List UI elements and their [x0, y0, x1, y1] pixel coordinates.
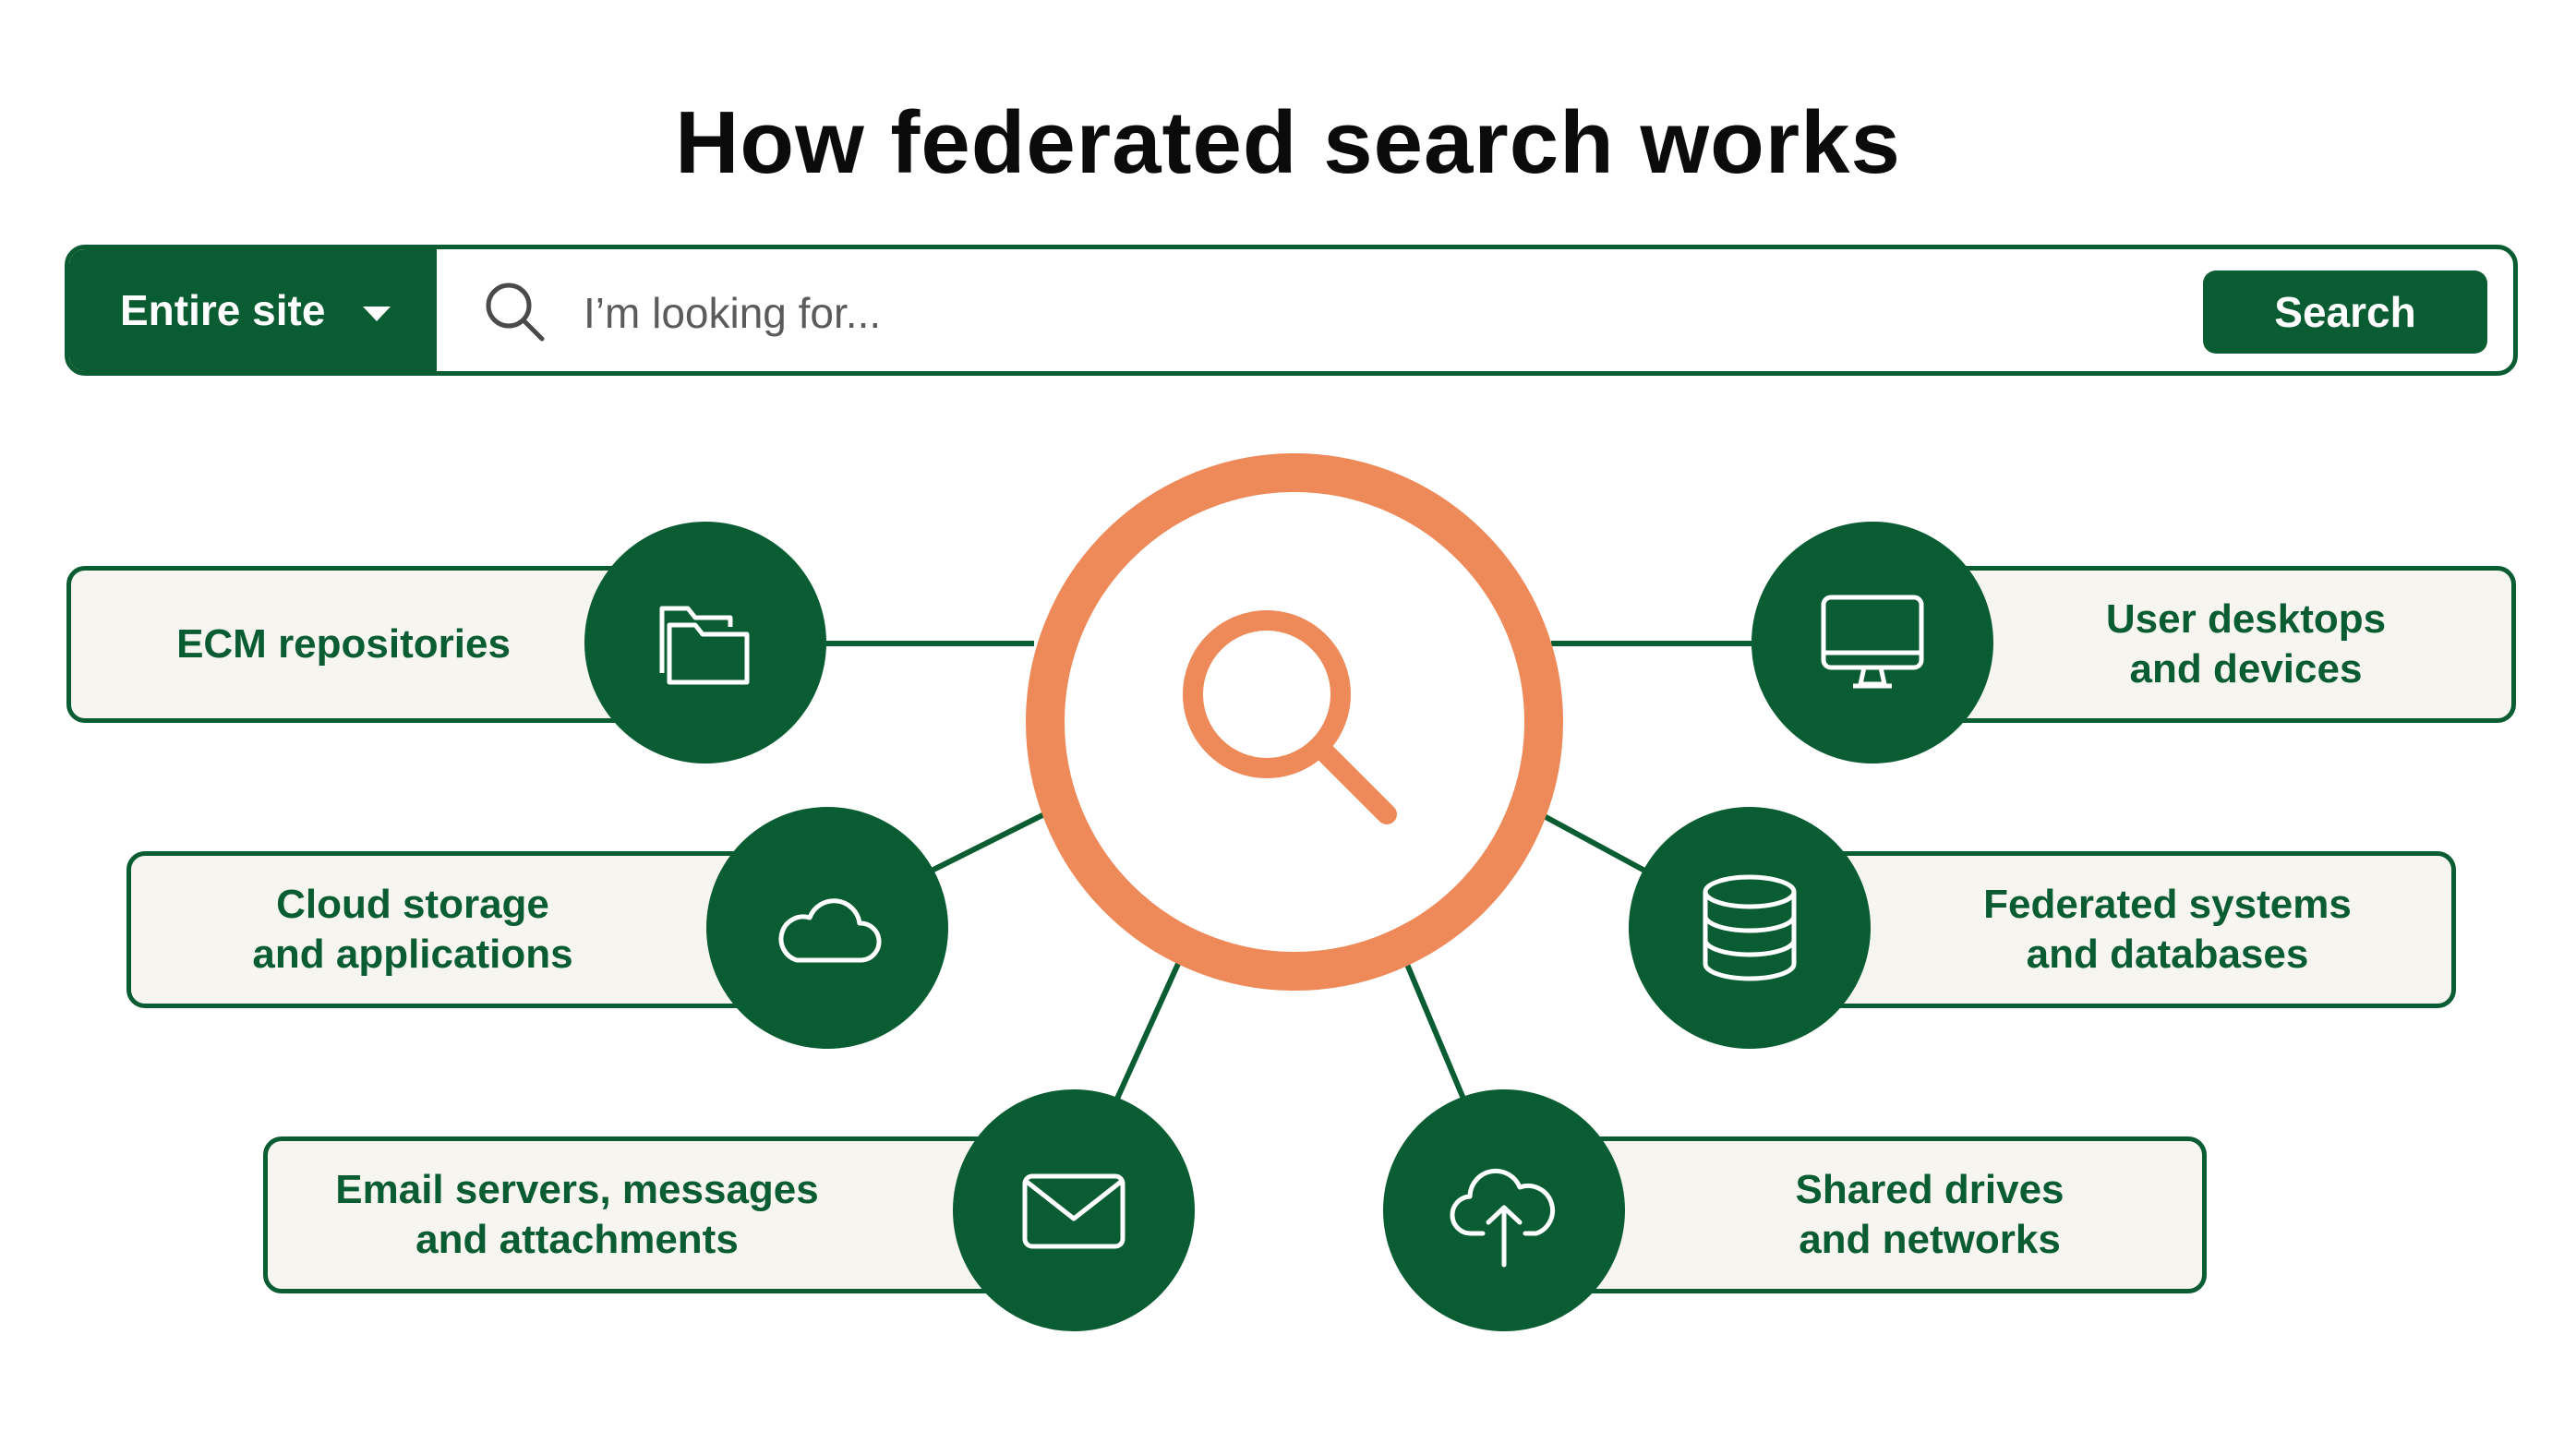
- envelope-icon: [1022, 1173, 1125, 1249]
- source-label: Shared drives and networks: [1795, 1167, 2064, 1262]
- source-box-email: Email servers, messages and attachments: [263, 1136, 1020, 1293]
- search-bar: Entire site Search: [65, 245, 2518, 376]
- search-icon: [486, 283, 545, 342]
- node-shared-drives: [1383, 1089, 1625, 1331]
- page-title: How federated search works: [675, 93, 1901, 192]
- search-button[interactable]: Search: [2203, 271, 2487, 354]
- connector-line: [1535, 810, 1650, 875]
- connector-line: [1114, 954, 1185, 1100]
- connector-line: [1401, 954, 1466, 1100]
- source-box-desktops: User desktops and devices: [1902, 566, 2516, 723]
- source-box-cloud: Cloud storage and applications: [126, 851, 791, 1008]
- scope-dropdown[interactable]: Entire site: [69, 249, 437, 371]
- cloud-icon: [778, 898, 882, 963]
- desktop-icon: [1821, 595, 1924, 689]
- node-desktops: [1751, 522, 1993, 764]
- source-label: ECM repositories: [176, 621, 511, 667]
- scope-label: Entire site: [120, 286, 326, 334]
- source-label: Cloud storage and applications: [252, 882, 573, 977]
- source-box-shared-drives: Shared drives and networks: [1560, 1136, 2207, 1293]
- search-input[interactable]: [582, 275, 2247, 351]
- node-databases: [1629, 807, 1871, 1049]
- connector-line: [926, 810, 1050, 875]
- source-box-databases: Federated systems and databases: [1787, 851, 2456, 1008]
- chevron-down-icon: [363, 307, 391, 321]
- database-icon: [1703, 874, 1797, 981]
- magnifier-icon: [1183, 610, 1397, 824]
- source-label: User desktops and devices: [2105, 596, 2387, 691]
- folder-icon: [659, 606, 750, 685]
- cloud-upload-icon: [1450, 1168, 1556, 1268]
- source-label: Email servers, messages and attachments: [335, 1167, 819, 1262]
- search-hub: [1026, 453, 1563, 991]
- node-cloud: [706, 807, 948, 1049]
- source-label: Federated systems and databases: [1983, 882, 2352, 977]
- node-ecm: [584, 522, 826, 764]
- node-email: [953, 1089, 1195, 1331]
